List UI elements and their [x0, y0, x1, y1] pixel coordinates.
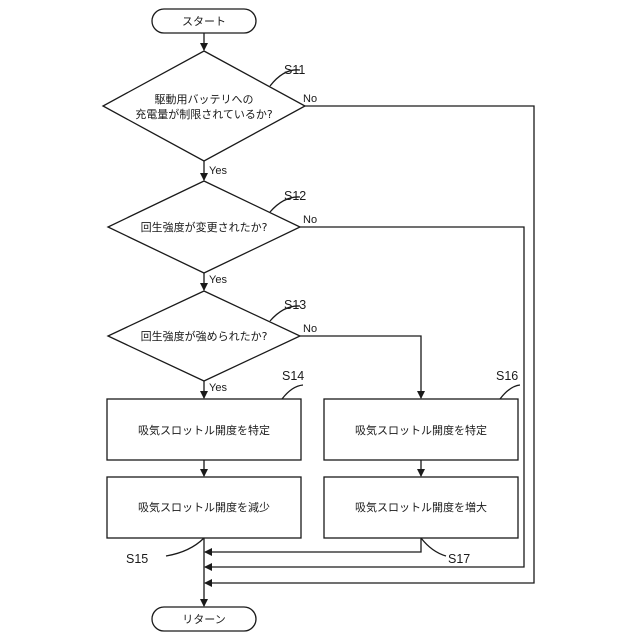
- decision-s12-text: 回生強度が変更されたか?: [141, 220, 268, 234]
- decision-s11-text-line2: 充電量が制限されているか?: [135, 107, 273, 121]
- leader-s16: [500, 385, 520, 399]
- start-label: スタート: [182, 15, 226, 28]
- connector-s13-no: [300, 336, 421, 398]
- leader-s14: [282, 385, 303, 399]
- process-s15-text: 吸気スロットル開度を減少: [138, 500, 270, 514]
- s11-no-label: No: [303, 93, 317, 105]
- step-label-s16: S16: [496, 369, 518, 383]
- step-label-s11: S11: [284, 63, 305, 77]
- s13-no-label: No: [303, 323, 317, 335]
- step-label-s12: S12: [284, 189, 306, 203]
- end-label: リターン: [182, 613, 225, 626]
- process-s14-text: 吸気スロットル開度を特定: [138, 423, 270, 437]
- s12-no-label: No: [303, 214, 317, 226]
- step-label-s14: S14: [282, 369, 304, 383]
- step-label-s17: S17: [448, 552, 470, 566]
- s12-yes-label: Yes: [209, 274, 227, 286]
- step-label-s15: S15: [126, 552, 148, 566]
- process-s17-text: 吸気スロットル開度を増大: [355, 500, 487, 514]
- s13-yes-label: Yes: [209, 382, 227, 394]
- decision-s11-text-line1: 駆動用バッテリへの: [155, 92, 254, 106]
- process-s16-text: 吸気スロットル開度を特定: [355, 423, 487, 437]
- leader-s17: [421, 538, 446, 556]
- step-label-s13: S13: [284, 298, 306, 312]
- leader-s15: [166, 538, 204, 556]
- connector-s17-merge: [205, 538, 421, 552]
- s11-yes-label: Yes: [209, 165, 227, 177]
- decision-s13-text: 回生強度が強められたか?: [141, 329, 268, 343]
- decision-s11: [103, 51, 305, 161]
